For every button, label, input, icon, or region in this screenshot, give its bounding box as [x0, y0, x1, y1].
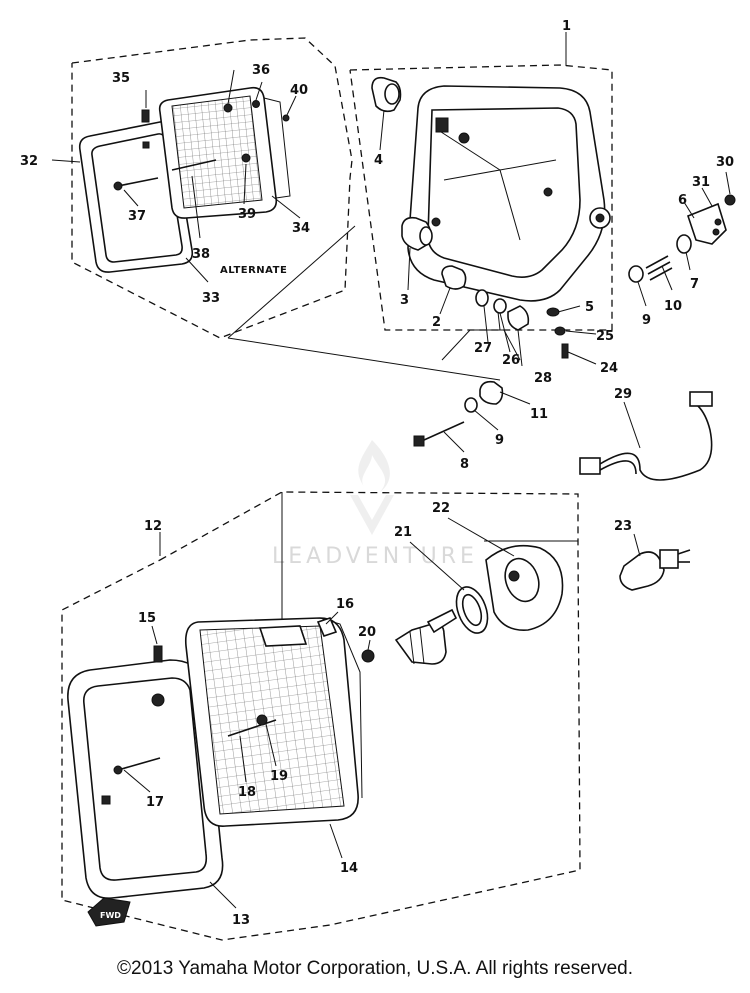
- housing-group: [349, 32, 613, 331]
- callout-12: 12: [144, 519, 162, 534]
- grommet-4: [371, 76, 402, 113]
- standard-fasteners: [113, 617, 375, 775]
- front-marker-text: FWD: [100, 911, 121, 920]
- headlight-housing: [407, 85, 611, 302]
- standard-leaders: [123, 517, 515, 909]
- standard-rim: [67, 659, 224, 899]
- alternate-sealed-beam: [158, 86, 291, 219]
- callout-2: 2: [432, 315, 441, 330]
- callout-32: 32: [20, 154, 38, 169]
- callout-18: 18: [238, 785, 256, 800]
- callout-4: 4: [374, 153, 383, 168]
- callout-6: 6: [678, 193, 687, 208]
- callout-9-top: 9: [642, 313, 651, 328]
- callout-26: 26: [502, 353, 520, 368]
- watermark-logo: [350, 440, 394, 535]
- bulb-and-cover: [394, 544, 564, 665]
- housing-leaders: [227, 109, 731, 557]
- alternate-leaders: [51, 69, 301, 283]
- callout-24: 24: [600, 361, 618, 376]
- callout-37: 37: [128, 209, 146, 224]
- callout-38: 38: [192, 247, 210, 262]
- callout-21: 21: [394, 525, 412, 540]
- wire-harness: [579, 391, 713, 481]
- callout-31: 31: [692, 175, 710, 190]
- watermark-text: LEADVENTURE: [272, 544, 478, 569]
- callout-27: 27: [474, 341, 492, 356]
- standard-sealed-beam: [184, 617, 363, 827]
- callout-3: 3: [400, 293, 409, 308]
- callout-17: 17: [146, 795, 164, 810]
- callout-8: 8: [460, 457, 469, 472]
- callout-35: 35: [112, 71, 130, 86]
- callout-9-bottom: 9: [495, 433, 504, 448]
- callout-22: 22: [432, 501, 450, 516]
- callout-19: 19: [270, 769, 288, 784]
- callout-30: 30: [716, 155, 734, 170]
- callout-5: 5: [585, 300, 594, 315]
- alternate-label: ALTERNATE: [220, 265, 287, 276]
- callout-28: 28: [534, 371, 552, 386]
- callout-25: 25: [596, 329, 614, 344]
- alternate-group: ALTERNATE: [71, 37, 353, 339]
- adjuster-parts: [628, 194, 736, 283]
- callout-1: 1: [562, 19, 571, 34]
- callout-33: 33: [202, 291, 220, 306]
- copyright-notice: ©2013 Yamaha Motor Corporation, U.S.A. A…: [117, 958, 633, 979]
- housing-small-parts: [401, 216, 569, 359]
- alternate-fasteners: [113, 100, 290, 191]
- callout-15: 15: [138, 611, 156, 626]
- callout-10: 10: [664, 299, 682, 314]
- callout-13: 13: [232, 913, 250, 928]
- callout-23: 23: [614, 519, 632, 534]
- callout-7: 7: [690, 277, 699, 292]
- callout-16: 16: [336, 597, 354, 612]
- mount-bolt-parts: [413, 380, 504, 447]
- callout-36: 36: [252, 63, 270, 78]
- callout-39: 39: [238, 207, 256, 222]
- replacement-bulb: [619, 549, 691, 591]
- callout-11: 11: [530, 407, 548, 422]
- callout-29: 29: [614, 387, 632, 402]
- standard-group: [61, 491, 581, 941]
- callout-labels: 1 2 3 4 5 6 7 8 9 9 10 11 12 13 14 15 16…: [20, 19, 734, 928]
- callout-14: 14: [340, 861, 358, 876]
- front-marker: FWD: [87, 897, 131, 927]
- callout-40: 40: [290, 83, 308, 98]
- callout-20: 20: [358, 625, 376, 640]
- callout-34: 34: [292, 221, 310, 236]
